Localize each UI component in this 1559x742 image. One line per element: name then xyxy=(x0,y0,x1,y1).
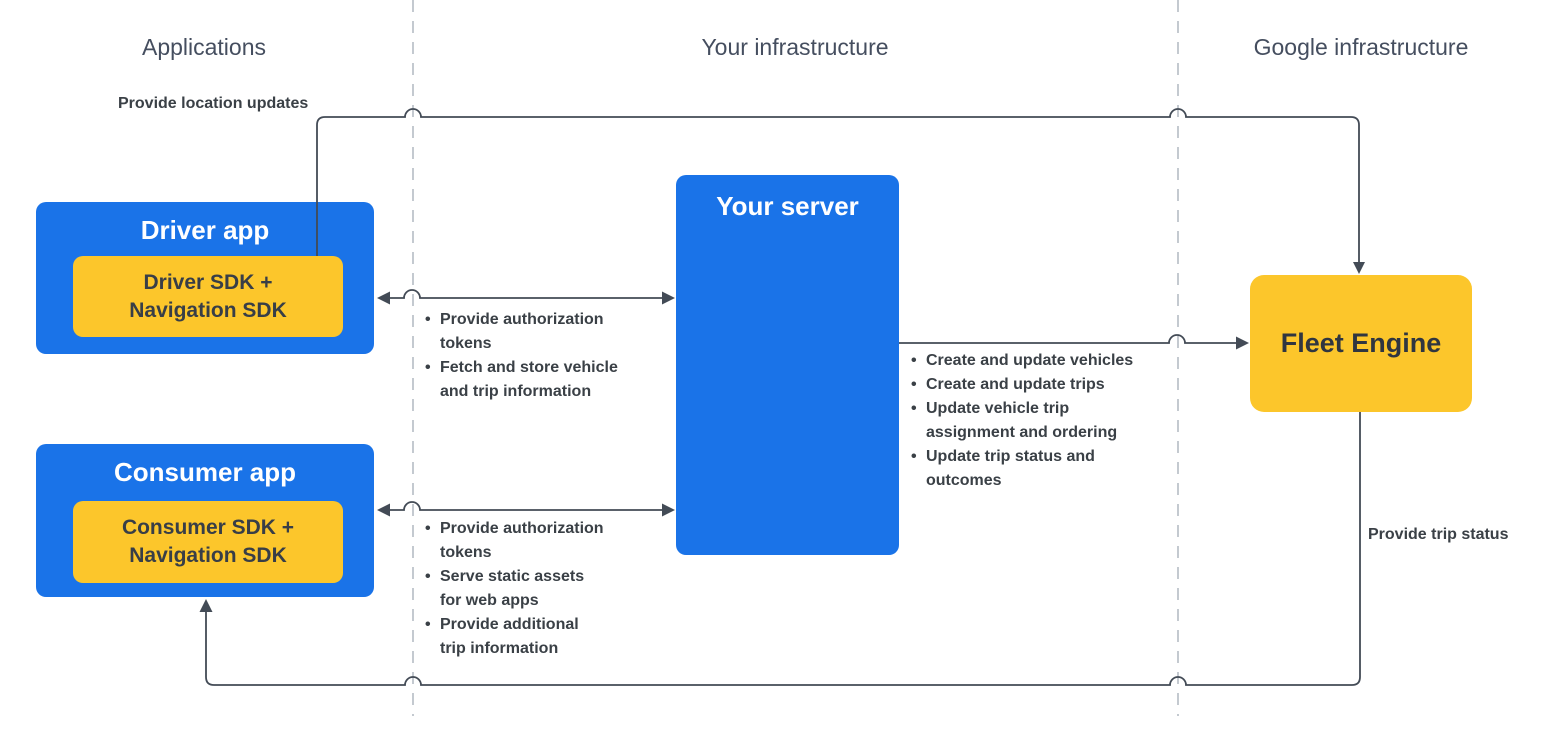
arrowhead-left-icon xyxy=(377,503,390,517)
list-item: Serve static assets for web apps xyxy=(424,565,660,613)
driver-server-arrow xyxy=(389,289,663,299)
your-server-node: Your server xyxy=(676,175,899,555)
server-fleet-arrow xyxy=(899,334,1237,344)
driver-server-list: Provide authorization tokens Fetch and s… xyxy=(424,308,660,404)
list-item: Create and update trips xyxy=(910,373,1170,397)
consumer-server-arrow xyxy=(389,501,663,511)
list-item: Provide authorization tokens xyxy=(424,517,660,565)
fleet-engine-node: Fleet Engine xyxy=(1250,275,1472,412)
location-updates-label: Provide location updates xyxy=(118,95,309,112)
consumer-sdk-node: Consumer SDK + Navigation SDK xyxy=(73,501,343,583)
consumer-server-list: Provide authorization tokens Serve stati… xyxy=(424,517,660,661)
arrowhead-right-icon xyxy=(662,291,675,305)
list-item: Update trip status and outcomes xyxy=(910,445,1170,493)
list-item: Fetch and store vehicle and trip informa… xyxy=(424,356,660,404)
your-server-title: Your server xyxy=(716,191,859,221)
list-item: Provide authorization tokens xyxy=(424,308,660,356)
lane-header-google-infrastructure: Google infrastructure xyxy=(1253,34,1469,60)
list-item: Create and update vehicles xyxy=(910,349,1170,373)
driver-app-title: Driver app xyxy=(140,215,270,245)
lane-header-applications: Applications xyxy=(141,34,267,60)
list-item: Update vehicle trip assignment and order… xyxy=(910,397,1170,445)
arrowhead-down-icon xyxy=(1353,262,1365,274)
server-fleet-list: Create and update vehicles Create and up… xyxy=(910,349,1170,493)
list-item: Provide additional trip information xyxy=(424,613,660,661)
arrowhead-left-icon xyxy=(377,291,390,305)
consumer-app-title: Consumer app xyxy=(113,457,297,487)
driver-sdk-node: Driver SDK + Navigation SDK xyxy=(73,256,343,337)
trip-status-label: Provide trip status xyxy=(1368,526,1509,543)
arrowhead-right-icon xyxy=(1236,336,1249,350)
lane-header-your-infrastructure: Your infrastructure xyxy=(701,34,889,60)
arrowhead-right-icon xyxy=(662,503,675,517)
arrowhead-up-icon xyxy=(199,599,213,612)
